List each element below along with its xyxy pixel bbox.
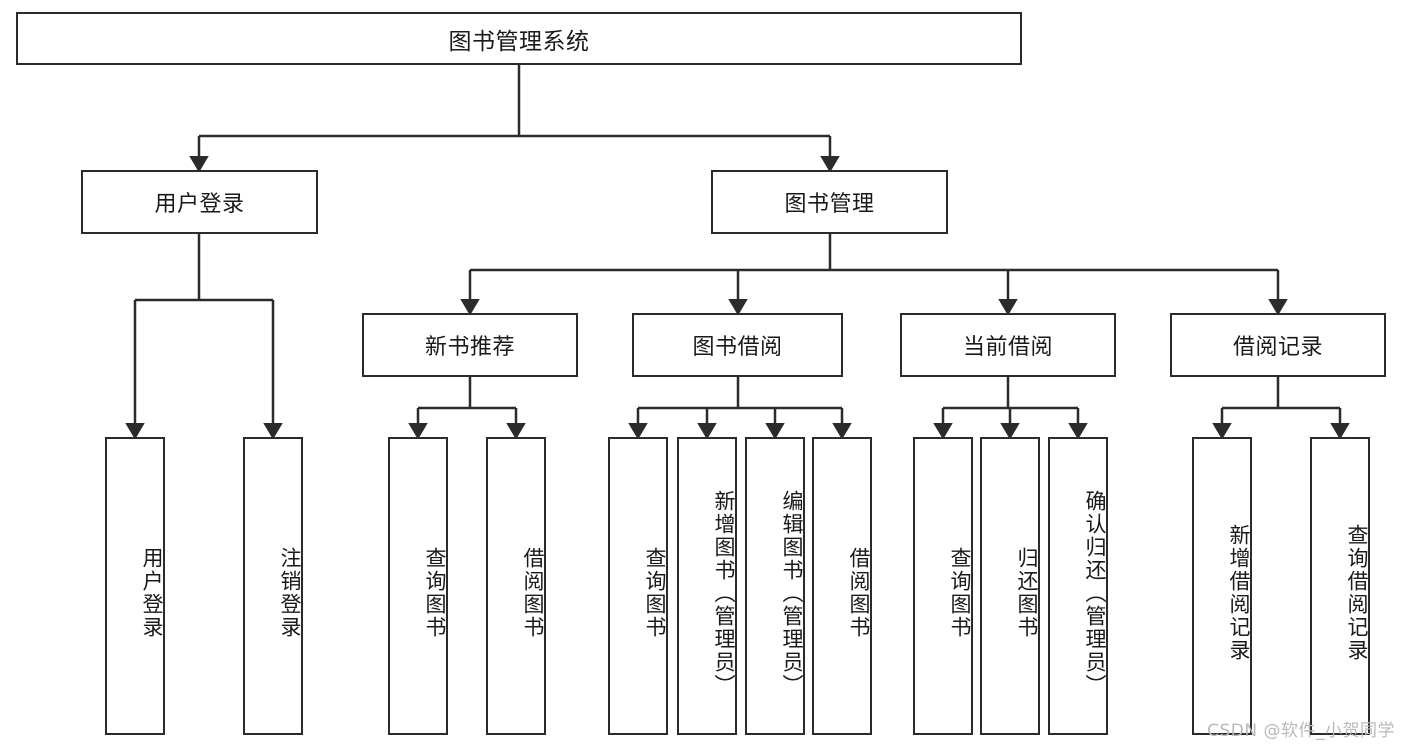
leaf-borrow-book[interactable]: 借阅图书 <box>812 437 872 735</box>
node-borrow-record[interactable]: 借阅记录 <box>1170 313 1386 377</box>
leaf-return-book[interactable]: 归还图书 <box>980 437 1040 735</box>
leaf-confirm-return-admin[interactable]: 确认归还（管理员） <box>1048 437 1108 735</box>
leaf-borrow-book-recommend[interactable]: 借阅图书 <box>486 437 546 735</box>
node-new-book-recommend[interactable]: 新书推荐 <box>362 313 578 377</box>
node-book-borrow[interactable]: 图书借阅 <box>632 313 843 377</box>
node-book-management[interactable]: 图书管理 <box>711 170 948 234</box>
leaf-query-borrow-record[interactable]: 查询借阅记录 <box>1310 437 1370 735</box>
csdn-watermark: CSDN @软件_小贺同学 <box>1207 721 1395 741</box>
node-user-login[interactable]: 用户登录 <box>81 170 318 234</box>
leaf-logout[interactable]: 注销登录 <box>243 437 303 735</box>
leaf-add-book-admin[interactable]: 新增图书（管理员） <box>677 437 737 735</box>
node-current-borrow[interactable]: 当前借阅 <box>900 313 1116 377</box>
leaf-query-book-current[interactable]: 查询图书 <box>913 437 973 735</box>
leaf-user-login[interactable]: 用户登录 <box>105 437 165 735</box>
node-system-root[interactable]: 图书管理系统 <box>16 12 1022 65</box>
leaf-edit-book-admin[interactable]: 编辑图书（管理员） <box>745 437 805 735</box>
leaf-add-borrow-record[interactable]: 新增借阅记录 <box>1192 437 1252 735</box>
leaf-query-book-borrow[interactable]: 查询图书 <box>608 437 668 735</box>
leaf-query-book-recommend[interactable]: 查询图书 <box>388 437 448 735</box>
